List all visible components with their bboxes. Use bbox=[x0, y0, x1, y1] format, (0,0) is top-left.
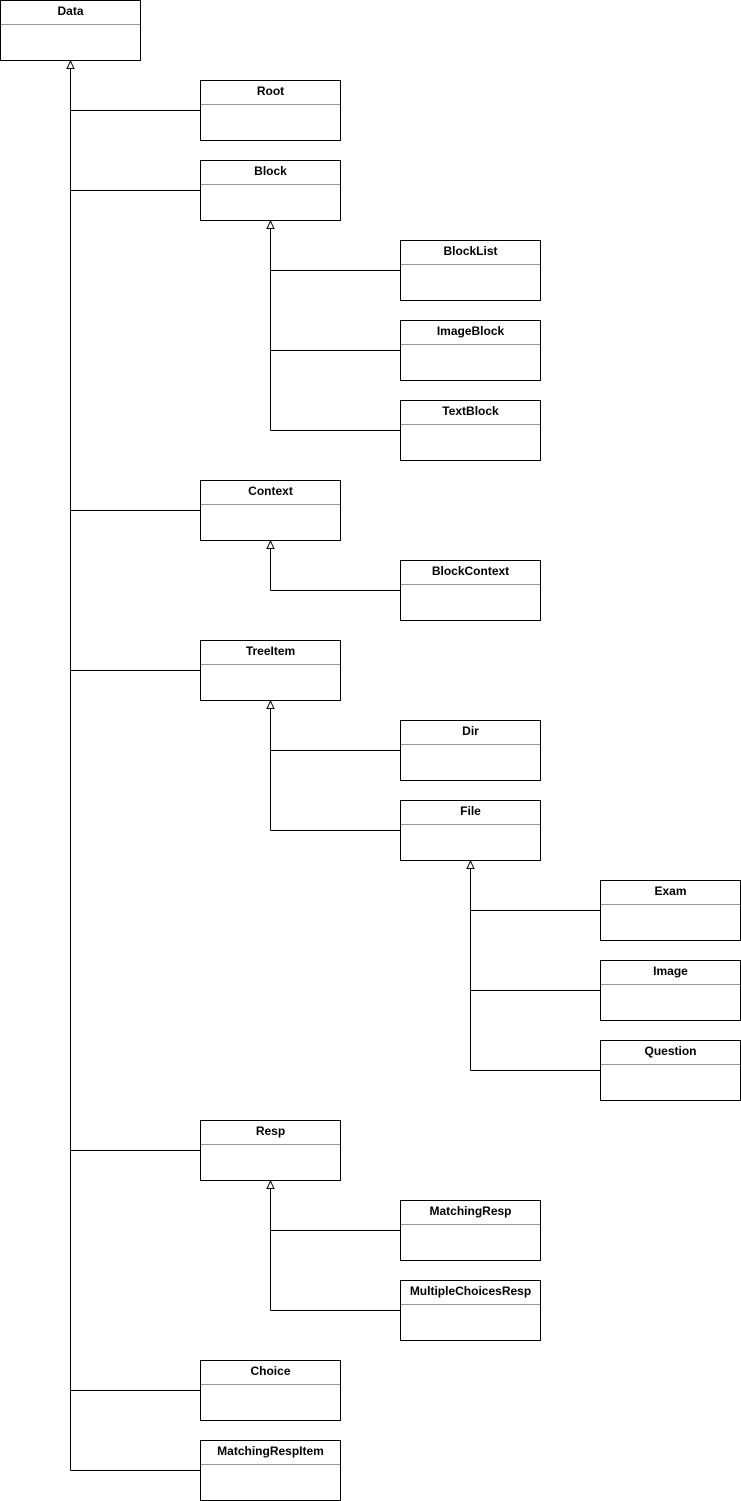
class-box-textblock[interactable]: TextBlock bbox=[400, 400, 541, 461]
class-name: Image bbox=[653, 964, 688, 978]
class-box-block[interactable]: Block bbox=[200, 160, 341, 221]
class-name: BlockList bbox=[443, 244, 497, 258]
inheritance-arrowhead-resp bbox=[266, 1179, 275, 1189]
class-name: Block bbox=[254, 164, 287, 178]
class-box-border bbox=[200, 160, 341, 221]
class-box-multiplechoicesresp[interactable]: MultipleChoicesResp bbox=[400, 1280, 541, 1341]
inheritance-arrowhead-treeitem bbox=[266, 699, 275, 709]
inheritance-arrowhead-context bbox=[266, 539, 275, 549]
class-name: BlockContext bbox=[432, 564, 509, 578]
class-box-border bbox=[600, 880, 741, 941]
class-name: Choice bbox=[250, 1364, 290, 1378]
class-name: Exam bbox=[654, 884, 686, 898]
class-box-border bbox=[400, 560, 541, 621]
class-box-border bbox=[0, 0, 141, 61]
class-box-border bbox=[200, 1440, 341, 1501]
class-box-matchingresp[interactable]: MatchingResp bbox=[400, 1200, 541, 1261]
class-box-border bbox=[600, 1040, 741, 1101]
class-name: ImageBlock bbox=[437, 324, 505, 338]
class-box-choice[interactable]: Choice bbox=[200, 1360, 341, 1421]
class-name: MatchingRespItem bbox=[217, 1444, 324, 1458]
class-box-imageblock[interactable]: ImageBlock bbox=[400, 320, 541, 381]
class-name: Dir bbox=[462, 724, 479, 738]
class-box-border bbox=[200, 80, 341, 141]
inheritance-arrowhead-data bbox=[66, 59, 75, 69]
class-box-treeitem[interactable]: TreeItem bbox=[200, 640, 341, 701]
class-box-resp[interactable]: Resp bbox=[200, 1120, 341, 1181]
class-name: Question bbox=[644, 1044, 696, 1058]
class-box-question[interactable]: Question bbox=[600, 1040, 741, 1101]
class-box-data[interactable]: Data bbox=[0, 0, 141, 61]
class-box-image[interactable]: Image bbox=[600, 960, 741, 1021]
inheritance-edges bbox=[66, 59, 601, 1471]
class-box-blocklist[interactable]: BlockList bbox=[400, 240, 541, 301]
class-box-border bbox=[400, 240, 541, 301]
class-name: Data bbox=[57, 4, 83, 18]
class-box-border bbox=[200, 1120, 341, 1181]
class-box-border bbox=[400, 720, 541, 781]
class-name: MultipleChoicesResp bbox=[410, 1284, 531, 1298]
class-box-context[interactable]: Context bbox=[200, 480, 341, 541]
class-name: TreeItem bbox=[246, 644, 295, 658]
class-box-border bbox=[400, 800, 541, 861]
class-name: Resp bbox=[256, 1124, 285, 1138]
class-box-blockcontext[interactable]: BlockContext bbox=[400, 560, 541, 621]
inheritance-arrowhead-block bbox=[266, 219, 275, 229]
class-box-border bbox=[200, 480, 341, 541]
class-box-border bbox=[200, 640, 341, 701]
class-box-exam[interactable]: Exam bbox=[600, 880, 741, 941]
class-name: TextBlock bbox=[442, 404, 499, 418]
class-name: Context bbox=[248, 484, 293, 498]
class-name: Root bbox=[257, 84, 284, 98]
class-box-dir[interactable]: Dir bbox=[400, 720, 541, 781]
class-box-border bbox=[400, 320, 541, 381]
class-box-matchingrespitem[interactable]: MatchingRespItem bbox=[200, 1440, 341, 1501]
class-name: File bbox=[460, 804, 481, 818]
class-name: MatchingResp bbox=[429, 1204, 511, 1218]
class-box-border bbox=[400, 1200, 541, 1261]
inheritance-arrowhead-file bbox=[466, 859, 475, 869]
class-box-border bbox=[400, 1280, 541, 1341]
class-box-file[interactable]: File bbox=[400, 800, 541, 861]
class-box-root[interactable]: Root bbox=[200, 80, 341, 141]
class-box-border bbox=[400, 400, 541, 461]
class-box-border bbox=[200, 1360, 341, 1421]
